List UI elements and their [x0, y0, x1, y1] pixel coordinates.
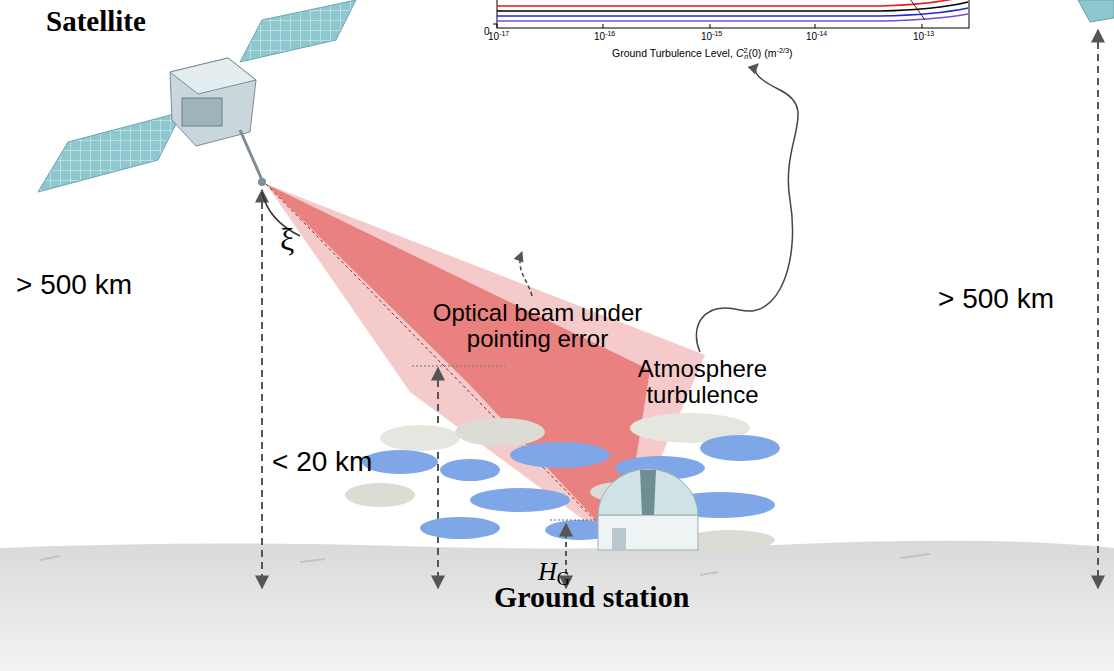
axis-title: Ground Turbulence Level,C2n(0) (m-2/3): [612, 47, 793, 61]
guide-line: [412, 365, 505, 366]
text-label: -14: [817, 30, 827, 37]
text-label: -2/3: [776, 46, 789, 55]
text-label: -15: [712, 30, 722, 37]
axis-tick: 10-16: [594, 30, 615, 42]
callout-arrow: [696, 64, 798, 352]
satellite-panel: [1078, 0, 1114, 22]
text-label: > 500 km: [938, 283, 1054, 314]
callout-arrow: [520, 252, 532, 296]
turbulence-plot: [493, 0, 969, 28]
text-label: > 500 km: [16, 269, 132, 300]
text-label: 10: [488, 31, 499, 42]
text-label: Optical beam under pointing error: [433, 299, 642, 352]
satellite: [38, 0, 356, 192]
callout-label: Atmosphere turbulence: [620, 356, 785, 409]
beam-axis: [266, 184, 622, 548]
dimension-label: < 20 km: [272, 447, 372, 478]
axis-tick: 10-14: [806, 30, 827, 42]
beam-inner: [266, 184, 650, 548]
axis-tick: 10-17: [488, 30, 509, 42]
ground-station: [598, 469, 698, 550]
text-label: ξ: [280, 221, 294, 257]
text-label: -17: [499, 30, 509, 37]
text-label: 10: [594, 31, 605, 42]
text-label: Satellite: [46, 5, 146, 37]
axis-tick: 10-15: [701, 30, 722, 42]
ground-texture: [40, 554, 930, 575]
title-label: Satellite: [46, 6, 146, 38]
text-label: ): [789, 47, 793, 59]
angle-symbol: ξ: [280, 222, 294, 257]
text-label: -16: [605, 30, 615, 37]
text-label: -13: [924, 30, 934, 37]
text-label: 10: [701, 31, 712, 42]
altitude-line: [261, 190, 263, 588]
text-label: (0) (m: [748, 47, 776, 59]
text-label: C: [736, 47, 744, 59]
station-label: Ground station: [494, 580, 689, 613]
text-label: Ground Turbulence Level,: [612, 47, 733, 59]
text-label: n: [744, 52, 748, 61]
dimension-label: > 500 km: [16, 270, 132, 301]
turbulence-cells: [345, 413, 780, 550]
ground-band: [0, 541, 1114, 671]
altitude-line: [1097, 30, 1099, 588]
text-label: 10: [913, 31, 924, 42]
text-label: < 20 km: [272, 446, 372, 477]
callout-label: Optical beam under pointing error: [420, 300, 655, 353]
text-label: Ground station: [494, 580, 689, 613]
dimension-label: > 500 km: [938, 284, 1054, 315]
text-label: 10: [806, 31, 817, 42]
text-label: Atmosphere turbulence: [638, 355, 767, 408]
axis-tick: 10-13: [913, 30, 934, 42]
height-line: [437, 368, 439, 588]
